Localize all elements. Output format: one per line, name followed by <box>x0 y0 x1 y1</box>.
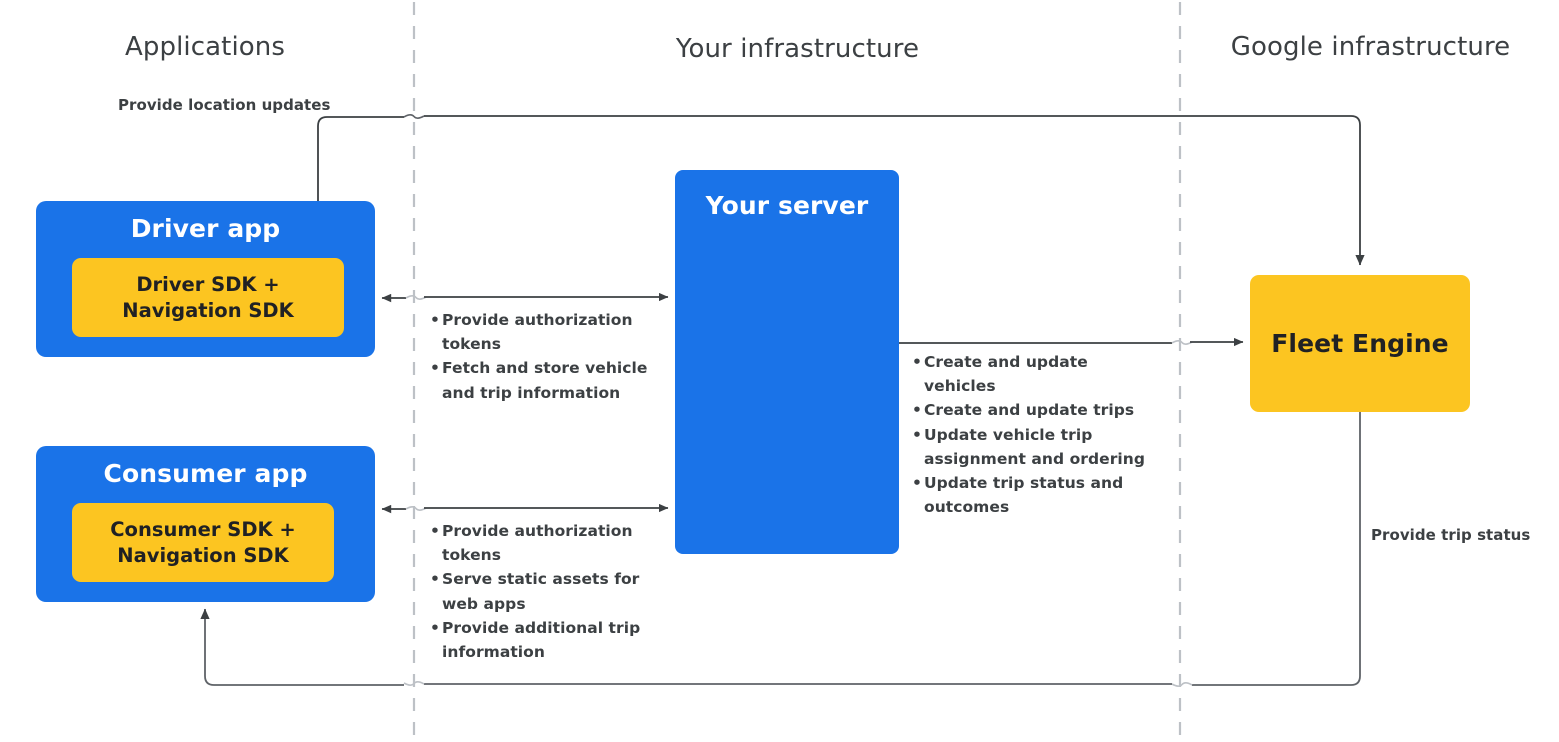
bullet-item: Create and update trips <box>912 398 1164 422</box>
bullet-item: Serve static assets for web apps <box>430 567 666 615</box>
label-provide-trip-status: Provide trip status <box>1371 526 1531 544</box>
driver-sdk-box: Driver SDK + Navigation SDK <box>72 258 344 337</box>
bullet-item: Provide authorization tokens <box>430 308 666 356</box>
consumer-app-box: Consumer app Consumer SDK + Navigation S… <box>36 446 375 602</box>
consumer-sdk-line-1: Consumer SDK + <box>110 517 296 541</box>
connector-driver-server <box>381 292 669 303</box>
fleet-engine-title: Fleet Engine <box>1271 329 1449 358</box>
consumer-sdk-line-2: Navigation SDK <box>117 543 289 567</box>
zone-header-applications: Applications <box>124 32 286 62</box>
driver-sdk-line-2: Navigation SDK <box>122 298 294 322</box>
bullets-consumer-to-server: Provide authorization tokensServe static… <box>430 519 666 664</box>
bullet-item: Update vehicle trip assignment and order… <box>912 423 1164 471</box>
consumer-sdk-box: Consumer SDK + Navigation SDK <box>72 503 334 582</box>
label-provide-location-updates: Provide location updates <box>118 96 331 114</box>
driver-app-box: Driver app Driver SDK + Navigation SDK <box>36 201 375 357</box>
your-server-box: Your server <box>675 170 899 554</box>
driver-sdk-line-1: Driver SDK + <box>136 272 280 296</box>
bullet-item: Update trip status and outcomes <box>912 471 1164 519</box>
bullet-item: Fetch and store vehicle and trip informa… <box>430 356 666 404</box>
connector-server-fleet-engine <box>899 337 1244 347</box>
driver-app-title: Driver app <box>130 214 281 243</box>
fleet-engine-box: Fleet Engine <box>1250 275 1470 412</box>
zone-header-google-infrastructure: Google infrastructure <box>1230 32 1511 62</box>
connector-consumer-server <box>381 503 669 514</box>
your-server-title: Your server <box>705 191 869 220</box>
bullet-item: Provide additional trip information <box>430 616 666 664</box>
bullets-server-to-fleet-engine: Create and update vehiclesCreate and upd… <box>912 350 1164 519</box>
bullet-item: Create and update vehicles <box>912 350 1164 398</box>
zone-header-your-infrastructure: Your infrastructure <box>675 34 920 64</box>
consumer-app-title: Consumer app <box>103 459 308 488</box>
bullet-item: Provide authorization tokens <box>430 519 666 567</box>
bullets-driver-to-server: Provide authorization tokensFetch and st… <box>430 308 666 405</box>
